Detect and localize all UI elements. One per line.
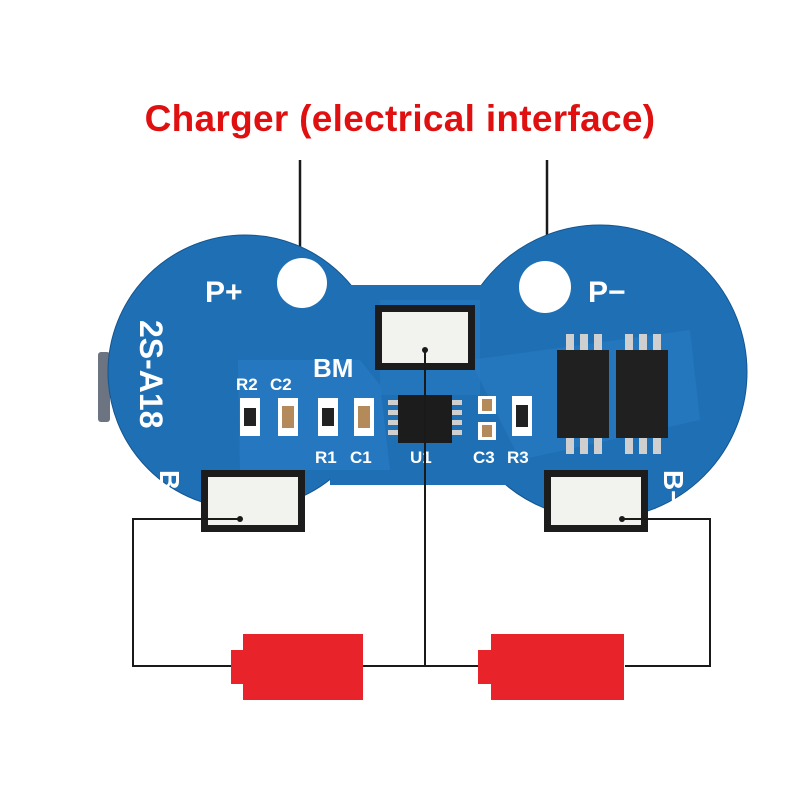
junction-b-plus: [237, 516, 243, 522]
battery-cell-1: [231, 634, 363, 700]
component-label-c1: C1: [350, 448, 372, 467]
component-label-r1: R1: [315, 448, 337, 467]
component-label-r3: R3: [507, 448, 529, 467]
side-connector: [98, 352, 110, 422]
component-label-u1: U1: [410, 448, 432, 467]
component-label-r2: R2: [236, 375, 258, 394]
component-label-c3: C3: [473, 448, 495, 467]
diagram-caption: Charger (electrical interface): [144, 98, 656, 139]
mosfet-chips: [557, 334, 668, 454]
wiring: [132, 350, 711, 667]
battery-cell-2: [478, 634, 624, 700]
pad-label-b-minus: B−: [658, 470, 689, 507]
p-minus-hole: [519, 261, 571, 313]
junction-b-minus: [619, 516, 625, 522]
bm-label: BM: [313, 353, 353, 383]
smd-components: [240, 396, 532, 440]
pad-label-b-plus: B+: [154, 470, 185, 507]
b-plus-pad-surface: [208, 477, 298, 525]
pad-label-p-plus: P+: [205, 276, 243, 309]
p-plus-hole: [277, 258, 327, 308]
copper-trace: [238, 360, 390, 470]
wire-b-plus: [132, 518, 240, 667]
b-minus-pad-surface: [551, 477, 641, 525]
wire-b-minus: [622, 518, 711, 667]
component-label-c2: C2: [270, 375, 292, 394]
pad-label-p-minus: P−: [588, 276, 626, 309]
board-model-label: 2S-A18: [133, 320, 169, 429]
junction-bm: [422, 347, 428, 353]
